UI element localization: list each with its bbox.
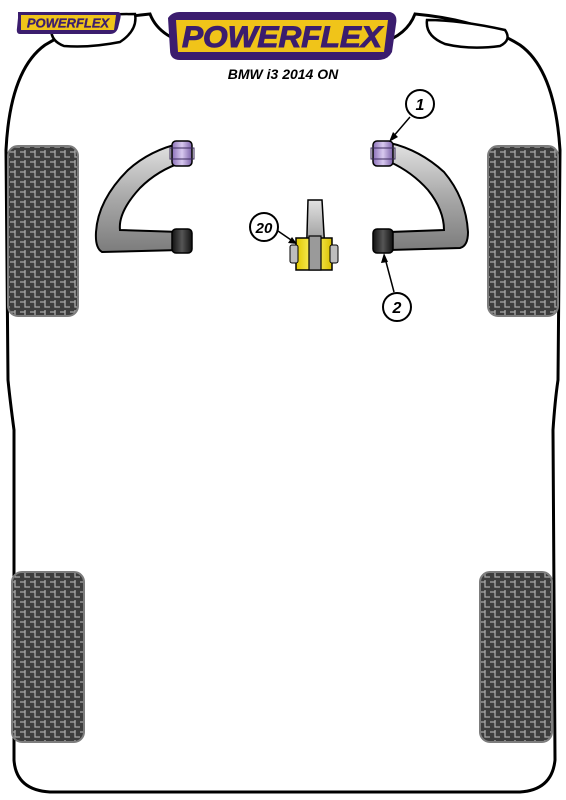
callout-1-label: 1 <box>416 97 425 114</box>
callout-1[interactable]: 1 <box>389 89 435 142</box>
right-mirror <box>425 18 509 49</box>
left-wishbone <box>94 141 185 254</box>
bush-right-front-purple <box>370 140 396 167</box>
bush-left-rear-black <box>171 228 193 254</box>
rear-left-tyre <box>11 571 85 743</box>
bush-right-rear-black <box>372 228 394 254</box>
callout-20[interactable]: 20 <box>249 212 297 244</box>
rear-right-tyre <box>479 571 553 743</box>
centre-mount <box>289 199 339 271</box>
right-wishbone <box>389 141 470 252</box>
front-right-tyre <box>487 145 559 317</box>
front-left-tyre <box>7 145 79 317</box>
car-body-outline <box>4 12 562 794</box>
corner-logo-text: POWERFLEX <box>27 16 111 31</box>
callout-20-label: 20 <box>255 220 273 237</box>
callout-2[interactable]: 2 <box>381 253 412 322</box>
callout-2-label: 2 <box>392 300 402 317</box>
main-logo: POWERFLEX <box>168 12 397 60</box>
corner-logo: POWERFLEX <box>16 12 121 34</box>
main-logo-text: POWERFLEX <box>182 21 384 54</box>
vehicle-title: BMW i3 2014 ON <box>228 66 339 82</box>
bush-left-front-purple <box>169 140 195 167</box>
